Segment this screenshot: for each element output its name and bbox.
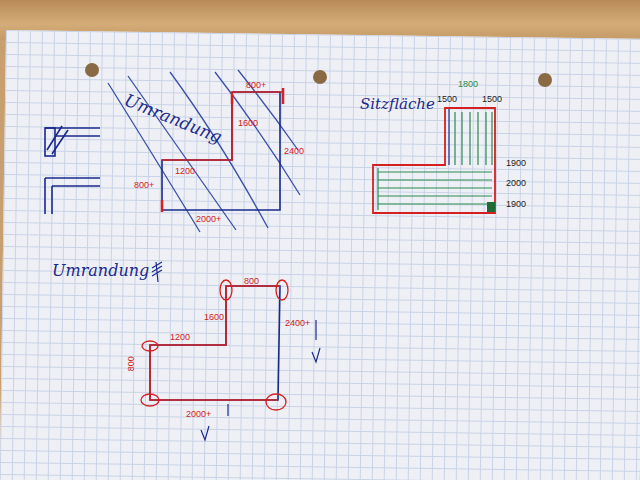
dimension-label: 1200 — [170, 332, 190, 342]
dimension-label: 800 — [244, 276, 259, 286]
dimension-label: 800 — [126, 356, 136, 371]
dimension-label: 1900 — [506, 199, 526, 209]
seat-outline — [373, 108, 495, 213]
grid-paper — [0, 30, 640, 480]
l-outline-bottom — [141, 262, 320, 440]
dimension-label: 2000+ — [196, 214, 221, 224]
hatch-lines — [108, 70, 300, 232]
l-outline-top — [162, 88, 283, 212]
dimension-label: 800+ — [134, 180, 154, 190]
dimension-label: 1600 — [204, 312, 224, 322]
dimension-label: 800+ — [246, 80, 266, 90]
dimension-label: 1200 — [175, 166, 195, 176]
dimension-label: 1600 — [238, 118, 258, 128]
dimension-label: 2400 — [284, 146, 304, 156]
punch-holes — [85, 63, 552, 87]
dimension-label: 1500 — [437, 94, 457, 104]
dimension-label: 2000+ — [186, 409, 211, 419]
dimension-label: 1900 — [506, 158, 526, 168]
dimension-label: 1800 — [458, 79, 478, 89]
dimension-label: 1500 — [482, 94, 502, 104]
dimension-label: Umrandung — [52, 262, 149, 280]
dimension-label: Sitzfläche — [360, 96, 435, 113]
dimension-label: 2000 — [506, 178, 526, 188]
corner-symbols — [45, 126, 100, 214]
dimension-label: 2400+ — [285, 318, 310, 328]
